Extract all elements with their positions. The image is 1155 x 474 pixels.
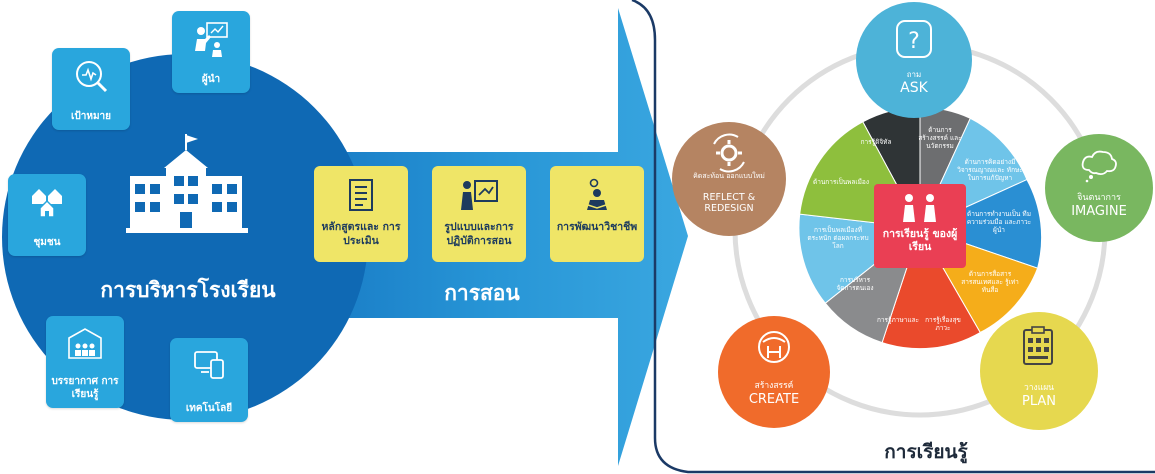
teacher-board-icon xyxy=(459,178,499,212)
cycle-plan-thai: วางแผน xyxy=(1024,383,1054,393)
tile-goal: เป้าหมาย xyxy=(52,48,130,130)
segment-label: การเป็นพลเมืองที่ตระหนัก ต่อผลกระทบโลก xyxy=(807,226,869,250)
segment-label: การรู้ภาษาและ xyxy=(876,316,920,324)
tile-technology-label: เทคโนโลยี xyxy=(185,403,233,414)
learning-frame xyxy=(631,0,1155,474)
segment-label: ด้านการทำงานเป็น ทีม ความร่วมมือ และภาวะ… xyxy=(966,210,1032,234)
box-professional-dev: การพัฒนาวิชาชีพ xyxy=(550,166,644,262)
tile-community: ชุมชน xyxy=(8,174,86,256)
learners-icon xyxy=(903,194,936,222)
box-curriculum: หลักสูตรและ การประเมิน xyxy=(314,166,408,262)
segment-label: ด้านการ สร้างสรรค์ และ นวัตกรรม xyxy=(918,126,962,150)
create-tools-icon xyxy=(755,328,793,370)
tile-leader-label: ผู้นำ xyxy=(201,74,221,85)
center-box xyxy=(874,184,966,268)
planning-clipboard-icon xyxy=(1021,326,1055,370)
cycle-reflect-thai: คิดสะท้อน ออกแบบใหม่ xyxy=(693,172,765,180)
segment-label: ด้านการคิดอย่างมี วิจารณญาณและ ทักษะในกา… xyxy=(957,158,1023,182)
cycle-create-thai: สร้างสรรค์ xyxy=(754,381,794,391)
cycle-ask-en: ASK xyxy=(900,80,928,96)
question-mark-icon: ? xyxy=(894,18,934,64)
box-teaching-model: รูปแบบและการ ปฏิบัติการสอน xyxy=(432,166,526,262)
admin-title: การบริหารโรงเรียน xyxy=(100,278,276,302)
cycle-reflect: คิดสะท้อน ออกแบบใหม่ REFLECT & REDESIGN xyxy=(672,122,786,236)
segment-label: ด้านการเป็นพลเมือง xyxy=(812,178,870,186)
cycle-plan-en: PLAN xyxy=(1022,394,1056,409)
learning-wheel xyxy=(732,42,1108,418)
tile-leader: ผู้นำ xyxy=(172,11,250,93)
box-curriculum-label: หลักสูตรและ การประเมิน xyxy=(321,221,401,247)
thought-cloud-icon xyxy=(1079,148,1119,188)
tile-atmosphere-label: บรรยากาศ การเรียนรู้ xyxy=(51,376,119,400)
segment-label: การรู้ดิจิทัล xyxy=(860,138,892,146)
goal-chart-icon xyxy=(52,58,130,98)
teaching-title: การสอน xyxy=(444,281,520,305)
box-professional-dev-label: การพัฒนาวิชาชีพ xyxy=(556,221,638,233)
tile-community-label: ชุมชน xyxy=(33,237,61,248)
cycle-ask-thai: ถาม xyxy=(906,70,922,79)
cycle-imagine: จินตนาการ IMAGINE xyxy=(1045,134,1153,242)
cycle-create-en: CREATE xyxy=(748,392,800,407)
tile-atmosphere: บรรยากาศ การเรียนรู้ xyxy=(46,316,124,408)
technology-devices-icon xyxy=(170,348,248,384)
document-list-icon xyxy=(347,178,375,212)
segment-label: ด้านการสื่อสาร สารสนเทศและ รู้เท่าทันสื่… xyxy=(961,270,1019,294)
school-building-icon xyxy=(126,134,248,233)
segment-label: การรู้เรื่องสุขภาวะ xyxy=(925,316,961,332)
tile-goal-label: เป้าหมาย xyxy=(70,111,112,122)
box-teaching-model-label: รูปแบบและการ ปฏิบัติการสอน xyxy=(444,221,514,247)
cycle-create: สร้างสรรค์ CREATE xyxy=(718,316,830,428)
segment-label: การบริหาร จัดการตนเอง xyxy=(836,276,874,292)
learning-title: การเรียนรู้ xyxy=(884,441,968,463)
cycle-ask: ? ถาม ASK xyxy=(856,2,972,118)
cycle-plan: วางแผน PLAN xyxy=(980,312,1098,430)
leader-presenting-icon xyxy=(172,21,250,63)
professional-development-icon xyxy=(579,178,615,212)
tile-technology: เทคโนโลยี xyxy=(170,338,248,422)
classroom-atmosphere-icon xyxy=(46,326,124,364)
gear-cycle-icon xyxy=(708,132,750,178)
cycle-imagine-en: IMAGINE xyxy=(1071,204,1127,219)
svg-text:?: ? xyxy=(908,29,920,54)
learner-center-label: การเรียนรู้ ของผู้เรียน xyxy=(882,228,958,253)
cycle-reflect-en: REFLECT & REDESIGN xyxy=(702,192,756,214)
cycle-imagine-thai: จินตนาการ xyxy=(1077,193,1121,203)
community-houses-icon xyxy=(8,184,86,224)
